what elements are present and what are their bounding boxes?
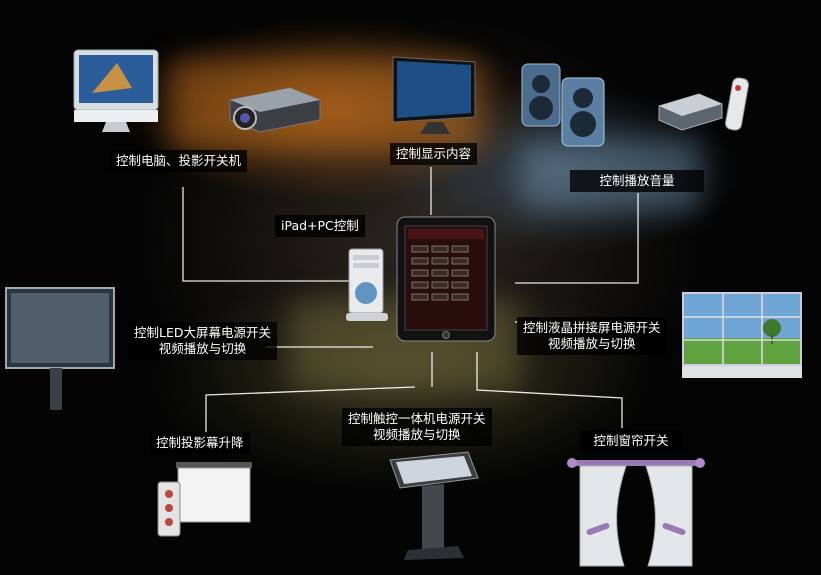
label-ipad-pc: iPad+PC控制 [275,215,365,237]
label-led-line2: 视频播放与切换 [158,341,247,356]
label-touch-kiosk: 控制触控一体机电源开关 视频播放与切换 [342,408,492,446]
remote-icon [725,77,749,131]
label-curtain: 控制窗帘开关 [580,430,682,452]
video-wall-icon [682,292,802,378]
label-projection-screen: 控制投影幕升降 [150,432,250,454]
label-kiosk-line1: 控制触控一体机电源开关 [348,411,486,426]
imac-computer-icon [73,49,159,132]
projector-icon [229,87,321,133]
monitor-icon [392,56,476,134]
label-lcd-wall: 控制液晶拼接屏电源开关 视频播放与切换 [517,317,667,355]
led-billboard-icon [5,287,115,410]
label-audio-volume: 控制播放音量 [570,170,704,192]
pc-tower-icon [346,248,388,321]
label-lcd-line2: 视频播放与切换 [548,336,636,351]
label-led-screen: 控制LED大屏幕电源开关 视频播放与切换 [128,322,277,360]
label-kiosk-line2: 视频播放与切换 [373,427,461,442]
label-computer-projector: 控制电脑、投影开关机 [110,150,248,172]
touch-kiosk-icon [389,451,479,560]
projection-screen-icon [157,462,252,537]
curtain-icon [567,458,705,567]
tablet-icon [396,216,496,342]
label-led-line1: 控制LED大屏幕电源开关 [134,325,271,340]
label-display-content: 控制显示内容 [390,143,478,165]
label-lcd-line1: 控制液晶拼接屏电源开关 [523,320,661,335]
dvd-player-icon [658,93,723,131]
speakers-icon [521,63,605,147]
